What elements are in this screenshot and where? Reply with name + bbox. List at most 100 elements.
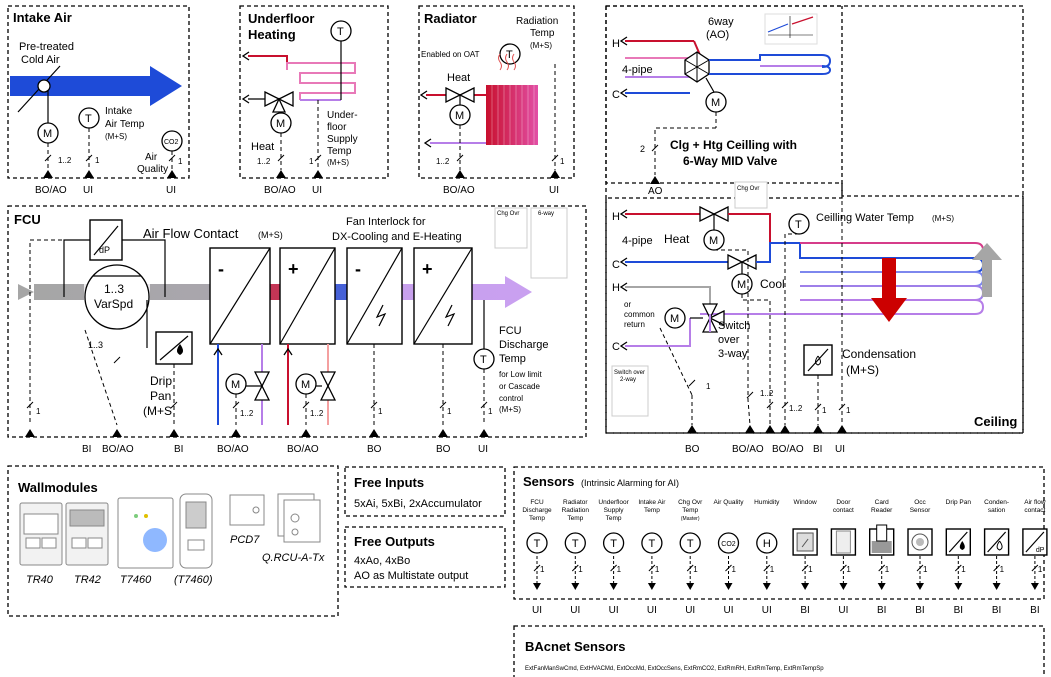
svg-text:BO/AO: BO/AO (443, 185, 475, 196)
switchover-motor-icon (664, 307, 686, 329)
svg-text:1: 1 (885, 565, 890, 574)
svg-text:BI: BI (82, 444, 91, 455)
svg-text:C: C (612, 89, 620, 101)
sensor-io-label: BI (1030, 605, 1039, 616)
svg-text:BI: BI (174, 444, 183, 455)
svg-text:1: 1 (309, 157, 314, 166)
svg-text:1..2: 1..2 (436, 157, 450, 166)
wire-count-tick (314, 154, 322, 162)
svg-text:1: 1 (95, 156, 100, 165)
svg-text:ExtFanManSwCmd, ExtHVACMd, Ext: ExtFanManSwCmd, ExtHVACMd, ExtOccMd, Ext… (525, 666, 824, 672)
wire-count-tick (480, 401, 488, 409)
underfloor-valve-icon (264, 90, 281, 108)
sensor-label: Temp (644, 507, 660, 514)
svg-text:1: 1 (706, 382, 711, 391)
sensor-label: Card (875, 499, 889, 506)
svg-text:T: T (687, 538, 694, 550)
sensors-section: Sensors (Intrinsic Alarming for AI) FCUD… (513, 466, 1048, 616)
svg-text:T: T (649, 538, 656, 550)
svg-text:UI: UI (478, 444, 488, 455)
temp-sensor-icon (679, 532, 701, 554)
sensor-io-label: BI (800, 605, 809, 616)
sensor-io-label: BI (877, 605, 886, 616)
svg-text:(M+S): (M+S) (258, 230, 283, 240)
chg-ovr-ghost-icon (734, 181, 768, 209)
ceiling-io-row: BO BO/AO BO/AO BI UI (685, 425, 847, 455)
sensor-io-label: UI (838, 605, 848, 616)
sensor-label: Discharge (522, 507, 552, 514)
svg-text:Heat: Heat (664, 232, 690, 246)
svg-text:1: 1 (846, 406, 851, 415)
svg-text:BO/AO: BO/AO (35, 185, 67, 196)
heat-down-arrow-icon (871, 258, 907, 322)
svg-text:1: 1 (540, 565, 545, 574)
wire-count-tick (302, 401, 310, 409)
svg-text:H: H (612, 282, 620, 294)
svg-text:Ceiling: Ceiling (974, 414, 1017, 429)
svg-text:T: T (795, 219, 802, 231)
sensor-io-label: BI (992, 605, 1001, 616)
intake-io-row: BO/AO UI UI (35, 170, 177, 196)
svg-text:FCU: FCU (14, 212, 41, 227)
cond-sensor-icon (983, 528, 1010, 556)
svg-text:Enabled on OAT: Enabled on OAT (421, 50, 480, 59)
svg-text:H: H (763, 538, 771, 550)
svg-text:Q.RCU-A-Tx: Q.RCU-A-Tx (262, 552, 325, 564)
sensor-label: Chg Ovr (678, 499, 703, 506)
svg-text:M: M (709, 235, 718, 247)
fan-icon (84, 264, 150, 330)
svg-text:1: 1 (770, 565, 775, 574)
svg-text:1: 1 (578, 565, 583, 574)
sensor-label: Conden- (984, 499, 1009, 506)
svg-text:BO/AO: BO/AO (102, 444, 134, 455)
svg-text:M: M (737, 279, 746, 291)
sensor-io-label: UI (609, 605, 619, 616)
sensor-io-label: BI (915, 605, 924, 616)
sensor-io-label: UI (685, 605, 695, 616)
wire-count-tick (814, 403, 822, 411)
svg-text:Wallmodules: Wallmodules (18, 480, 98, 495)
svg-text:1..2: 1..2 (789, 404, 803, 413)
svg-text:BO/AO: BO/AO (772, 444, 804, 455)
wire-count-tick (781, 401, 789, 409)
sensor-io-label: BI (954, 605, 963, 616)
wire-count-tick (232, 401, 240, 409)
svg-text:TR42: TR42 (74, 574, 101, 586)
sensor-label: Air flow (1024, 499, 1046, 506)
switchover-2way-ghost (611, 365, 649, 417)
svg-text:-: - (355, 259, 361, 279)
svg-text:BO: BO (685, 444, 700, 455)
svg-text:UI: UI (835, 444, 845, 455)
svg-text:1: 1 (36, 407, 41, 416)
intake-air-title: Intake Air (13, 10, 72, 25)
svg-text:1: 1 (617, 565, 622, 574)
wire-count-tick (439, 401, 447, 409)
temp-sensor-icon (641, 532, 663, 554)
svg-text:M: M (711, 97, 720, 109)
svg-text:T: T (337, 26, 344, 38)
tr40-module-icon (19, 502, 63, 566)
temp-sensor-icon (602, 532, 625, 554)
sixway-ghost-fcu (530, 207, 568, 279)
svg-text:1..2: 1..2 (257, 157, 271, 166)
switchover-valve-icon (701, 303, 719, 320)
svg-text:CO2: CO2 (164, 139, 179, 146)
chg-ovr-ghost-fcu (494, 207, 528, 249)
